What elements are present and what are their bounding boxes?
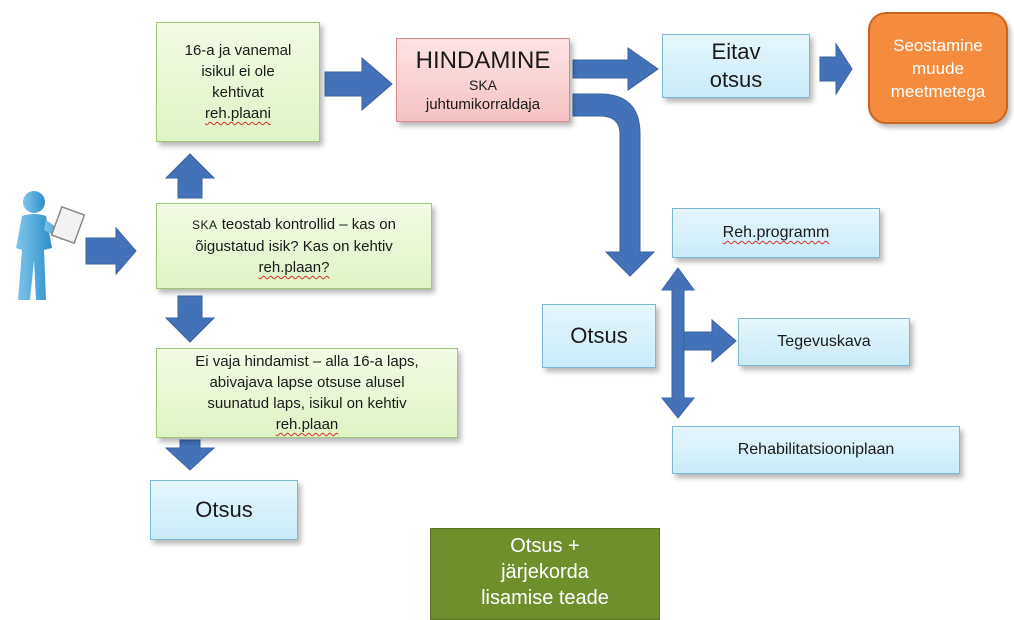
box-rehab-program: Reh.programm (672, 208, 880, 258)
box-link-line1: Seostamine (893, 35, 983, 55)
box-link-other-measures: Seostamine muude meetmetega (868, 12, 1008, 124)
box-assessment: HINDAMINE SKA juhtumikorraldaja (396, 38, 570, 122)
box-link-line3: meetmetega (890, 81, 986, 101)
box-ska-checks-prefix: SKA (192, 218, 218, 232)
arrow-check-to-top (164, 153, 216, 199)
arrow-check-to-bottom (164, 295, 216, 343)
box-notice-line2: järjekorda (501, 561, 589, 583)
box-no-valid-plan-line2: isikul ei ole (201, 63, 275, 80)
box-no-valid-plan: 16-a ja vanemal isikul ei ole kehtivat r… (156, 22, 320, 142)
box-ska-checks-line1: teostab kontrollid – kas on (221, 216, 396, 233)
box-ska-checks-line3: reh.plaan? (258, 259, 330, 276)
box-assessment-line2: juhtumikorraldaja (425, 95, 541, 113)
box-no-valid-plan-line1: 16-a ja vanemal (184, 42, 292, 59)
box-no-valid-plan-line3: kehtivat (212, 84, 264, 101)
arrow-to-action-plan (683, 318, 737, 364)
box-no-assessment-line4: reh.plaan (275, 416, 339, 433)
arrow-assessment-to-refusal (572, 47, 659, 91)
box-action-plan: Tegevuskava (738, 318, 910, 366)
box-negative-decision: Eitav otsus (662, 34, 810, 98)
box-decision-left-label: Otsus (195, 497, 253, 522)
box-link-line2: muude (912, 58, 964, 78)
box-ska-checks: SKA teostab kontrollid – kas on õigustat… (156, 203, 432, 289)
arrow-top-to-assessment (324, 56, 393, 112)
box-decision-left: Otsus (150, 480, 298, 540)
box-action-plan-label: Tegevuskava (777, 333, 871, 350)
box-negative-decision-line1: Eitav (711, 39, 761, 64)
box-notice-line1: Otsus + (510, 535, 580, 557)
arrow-person-to-check (85, 226, 137, 276)
arrow-assessment-to-decision (572, 93, 656, 277)
arrow-vertical-double (660, 267, 696, 419)
arrow-refusal-to-linking (819, 42, 853, 96)
box-no-assessment-line3: suunatud laps, isikul on kehtiv (207, 395, 407, 412)
box-assessment-line1: SKA (468, 76, 497, 93)
box-decision-right-label: Otsus (570, 323, 628, 348)
box-decision-right: Otsus (542, 304, 656, 368)
box-no-valid-plan-line4: reh.plaani (205, 105, 271, 122)
box-no-assessment-needed: Ei vaja hindamist – alla 16-a laps, abiv… (156, 348, 458, 438)
box-ska-checks-line2: õigustatud isik? Kas on kehtiv (195, 238, 393, 255)
box-no-assessment-line2: abivajava lapse otsuse alusel (209, 374, 405, 391)
box-rehab-plan-label: Rehabilitatsiooniplaan (737, 441, 895, 458)
box-negative-decision-line2: otsus (709, 67, 763, 92)
box-assessment-title: HINDAMINE (415, 46, 551, 74)
arrow-bottom-to-decision (164, 439, 216, 471)
box-notice-line3: lisamise teade (481, 587, 609, 609)
box-rehab-program-label: Reh.programm (722, 224, 830, 241)
person-with-clipboard-icon (16, 191, 86, 300)
box-decision-queue-notice: Otsus + järjekorda lisamise teade (430, 528, 660, 620)
box-rehab-plan: Rehabilitatsiooniplaan (672, 426, 960, 474)
box-no-assessment-line1: Ei vaja hindamist – alla 16-a laps, (195, 353, 419, 370)
